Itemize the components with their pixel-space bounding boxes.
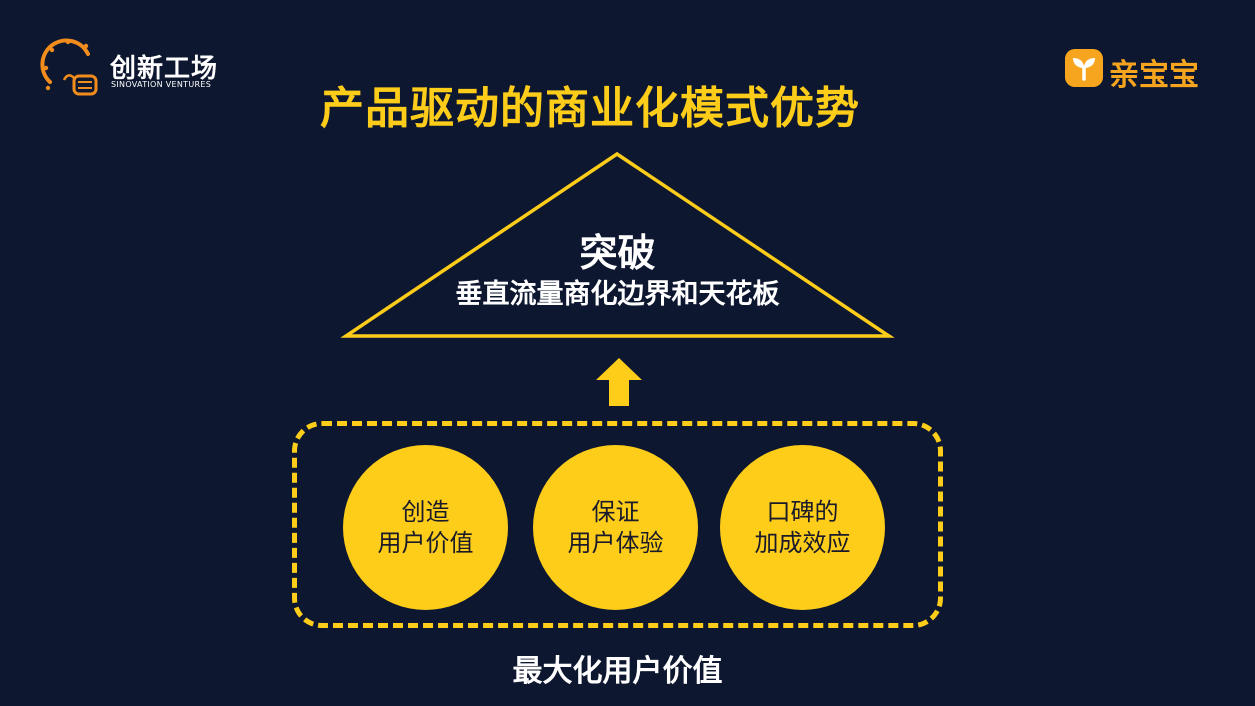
sinovation-logo: 创新工场 SINOVATION VENTURES: [40, 38, 230, 106]
up-arrow-icon: [596, 358, 642, 406]
value-circle-word-of-mouth: 口碑的 加成效应: [720, 445, 885, 610]
circle-line2: 用户价值: [377, 528, 474, 557]
brand-right-name: 亲宝宝: [1109, 58, 1199, 93]
pyramid-heading: 突破: [579, 231, 656, 275]
circle-line1: 保证: [591, 497, 640, 526]
brand-left-subtitle: SINOVATION VENTURES: [111, 80, 212, 89]
sprout-logo-icon: [1065, 49, 1103, 87]
value-circle-experience: 保证 用户体验: [533, 445, 698, 610]
value-circle-create: 创造 用户价值: [343, 445, 508, 610]
circle-line2: 用户体验: [567, 528, 664, 557]
circle-line1: 创造: [401, 497, 450, 526]
footer-label: 最大化用户价值: [512, 654, 723, 689]
qinbaobao-logo: 亲宝宝: [1065, 49, 1215, 93]
slide-title: 产品驱动的商业化模式优势: [320, 83, 860, 134]
brand-left-name: 创新工场: [110, 54, 219, 84]
user-value-group: [292, 421, 943, 628]
pyramid-subheading: 垂直流量商化边界和天花板: [455, 279, 780, 310]
lightbulb-logo-icon: [40, 38, 98, 96]
pyramid-triangle: [340, 151, 895, 338]
circle-line1: 口碑的: [766, 497, 839, 526]
circle-line2: 加成效应: [754, 528, 851, 557]
